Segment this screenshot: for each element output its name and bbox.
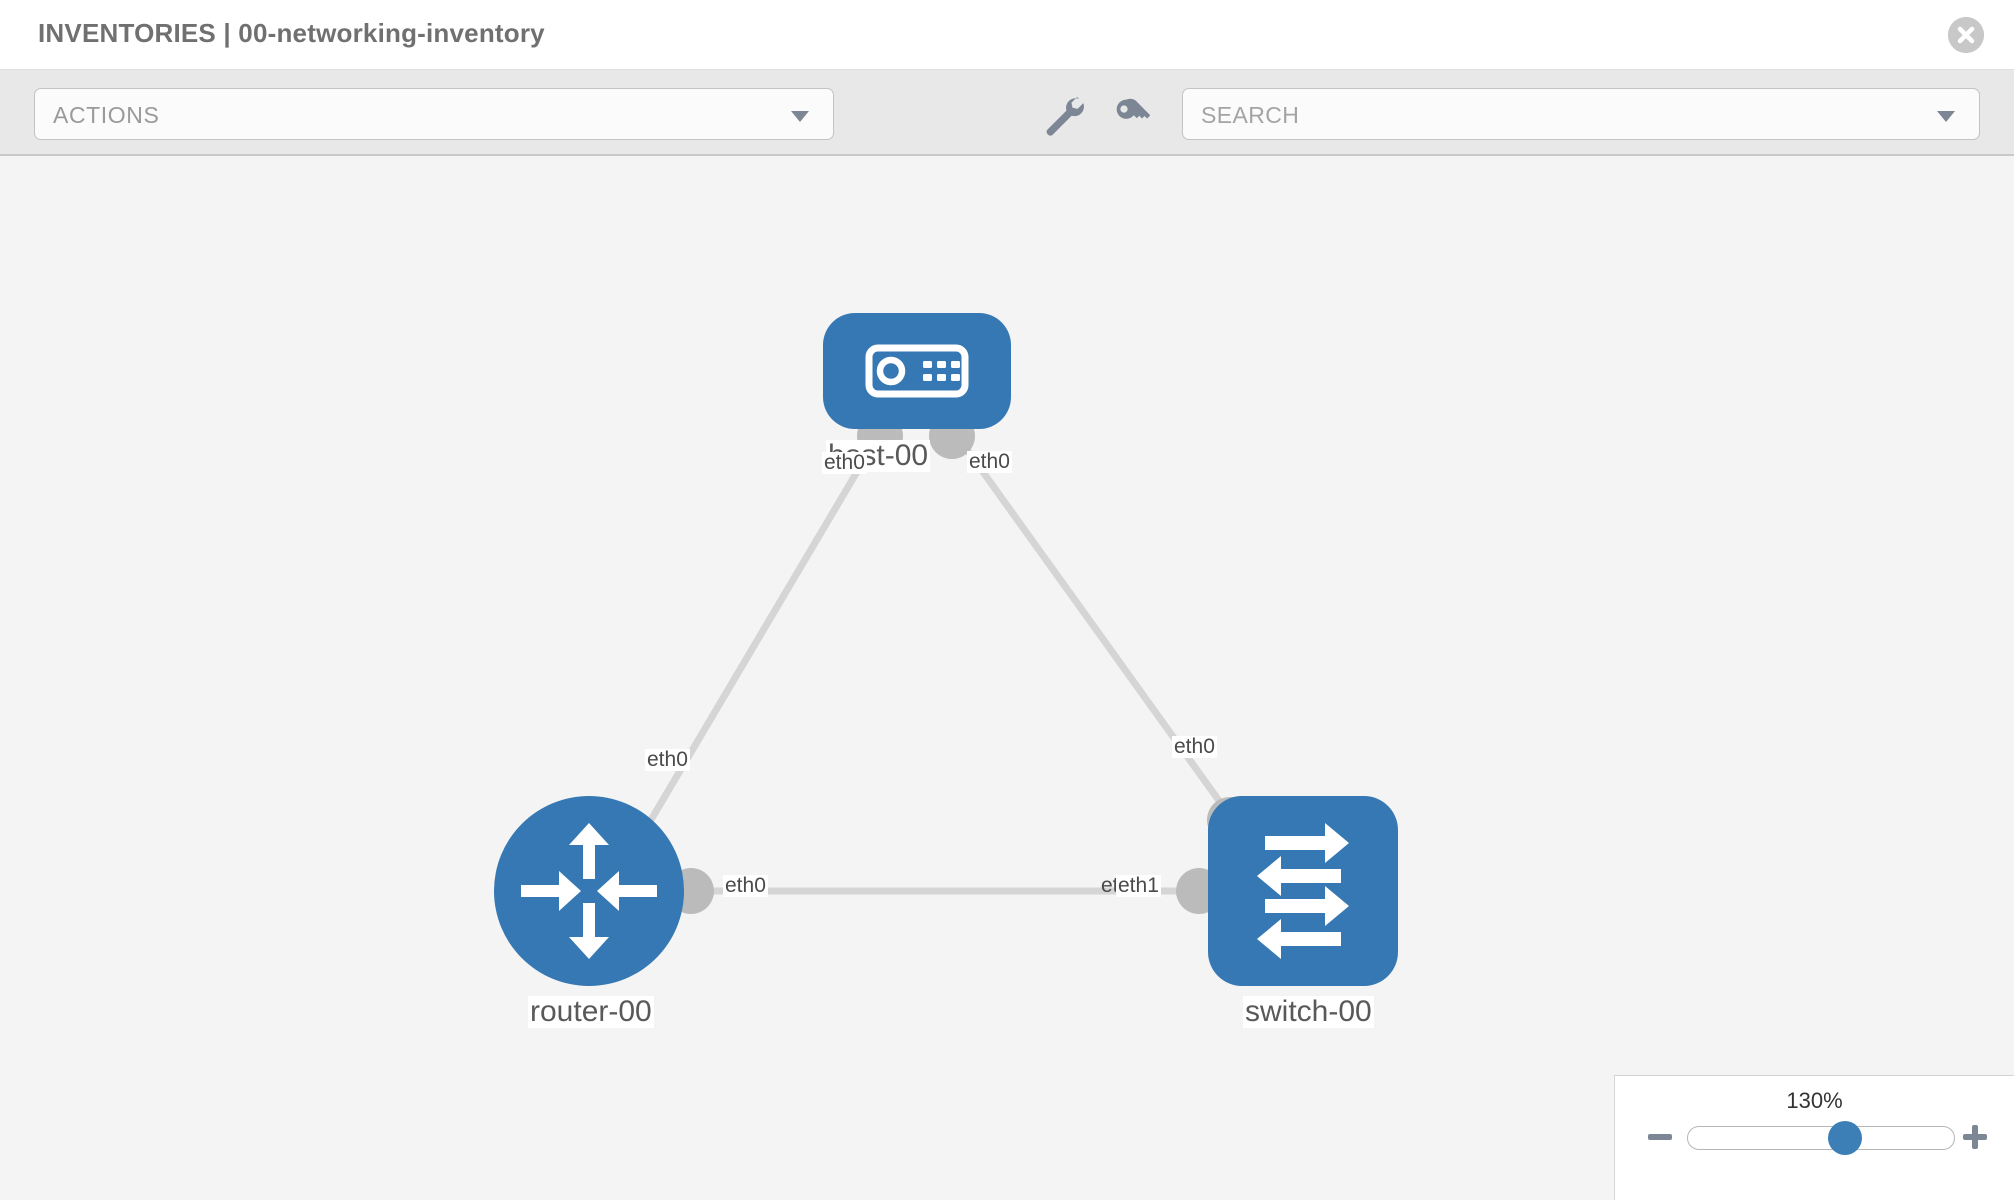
actions-dropdown-label: ACTIONS	[53, 102, 160, 128]
switch-arrows-icon	[1257, 823, 1349, 959]
iface-label-host-to-switch: eth0	[967, 450, 1012, 474]
node-label-switch-00: switch-00	[1243, 995, 1374, 1028]
server-icon	[865, 344, 969, 398]
topology-connectors	[668, 413, 1253, 914]
node-switch-00[interactable]	[1208, 796, 1398, 986]
minus-icon[interactable]	[1645, 1122, 1675, 1152]
zoom-slider[interactable]	[1687, 1121, 1955, 1155]
chevron-down-icon	[791, 111, 809, 122]
node-label-router-00: router-00	[528, 995, 654, 1028]
wrench-icon[interactable]	[1040, 92, 1086, 138]
iface-label-router-to-host: eth0	[645, 748, 690, 772]
link-host-switch	[952, 430, 1238, 826]
host-node-shape	[823, 313, 1011, 429]
iface-label-switch-to-host: eth0	[1172, 735, 1217, 759]
zoom-control-panel: 130%	[1614, 1075, 2014, 1200]
chevron-down-icon	[1937, 111, 1955, 122]
search-input[interactable]: SEARCH	[1182, 88, 1980, 140]
topology-canvas[interactable]: host-00 router-00 switch-00 eth0 eth0 et…	[0, 158, 2014, 1200]
topology-graph	[494, 313, 1398, 986]
search-placeholder: SEARCH	[1201, 102, 1300, 128]
iface-label-host-to-router: eth0	[822, 451, 867, 475]
page-header: INVENTORIES | 00-networking-inventory	[0, 0, 2014, 70]
key-icon[interactable]	[1110, 92, 1156, 138]
actions-dropdown[interactable]: ACTIONS	[34, 88, 834, 140]
node-host-00[interactable]	[823, 313, 1011, 429]
node-router-00[interactable]	[494, 796, 684, 986]
switch-node-shape	[1208, 796, 1398, 986]
page-title: INVENTORIES | 00-networking-inventory	[38, 18, 545, 48]
topology-links	[641, 430, 1238, 895]
zoom-slider-thumb[interactable]	[1828, 1121, 1862, 1155]
iface-label-switch-to-router: eth1	[1116, 874, 1161, 898]
zoom-level-value: 130%	[1786, 1088, 1843, 1113]
iface-label-router-to-switch: eth0	[723, 874, 768, 898]
router-node-shape	[494, 796, 684, 986]
plus-icon[interactable]	[1960, 1122, 1990, 1152]
toolbar: ACTIONS SEARCH	[0, 70, 2014, 156]
close-icon[interactable]	[1948, 17, 1984, 53]
router-arrows-icon	[521, 823, 657, 959]
